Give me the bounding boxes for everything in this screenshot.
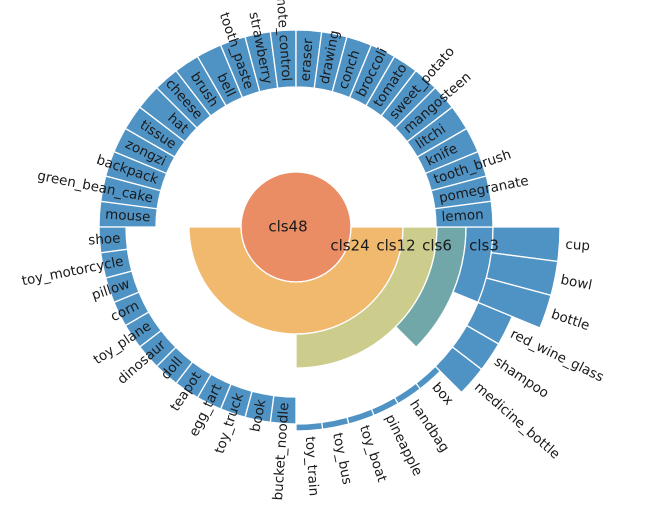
- ring-label-cls48: cls48: [268, 218, 307, 236]
- leaf-label-toy_train: toy_train: [302, 436, 322, 497]
- ring-label-cls6: cls6: [422, 237, 452, 255]
- leaf-label-bucket_noodle: bucket_noodle: [270, 402, 292, 501]
- leaf-toy_bus[interactable]: [320, 416, 350, 430]
- leaf-toy_train[interactable]: [295, 421, 324, 432]
- ring-label-cls12: cls12: [376, 237, 415, 255]
- leaf-label-toy_boat: toy_boat: [356, 423, 390, 484]
- leaf-label-eraser: eraser: [298, 37, 317, 81]
- leaf-label-toy_bus: toy_bus: [329, 431, 355, 486]
- leaf-label-bottle: bottle: [549, 306, 592, 334]
- ring-label-cls3: cls3: [469, 237, 499, 255]
- leaf-label-bowl: bowl: [559, 272, 593, 294]
- leaf-label-cup: cup: [565, 237, 591, 255]
- leaf-label-book: book: [247, 398, 269, 434]
- leaf-shoe[interactable]: [98, 226, 129, 254]
- leaf-label-mouse: mouse: [105, 207, 151, 226]
- leaf-label-shoe: shoe: [88, 231, 121, 249]
- leaf-label-remote_control: remote_control: [272, 0, 295, 82]
- leaf-medicine_bottle[interactable]: [434, 346, 483, 394]
- sunburst-arcs: [98, 29, 561, 432]
- ring-label-cls24: cls24: [330, 237, 369, 255]
- leaf-toy_boat[interactable]: [346, 408, 375, 425]
- leaf-bottle[interactable]: [477, 277, 552, 329]
- leaf-label-lemon: lemon: [441, 207, 484, 226]
